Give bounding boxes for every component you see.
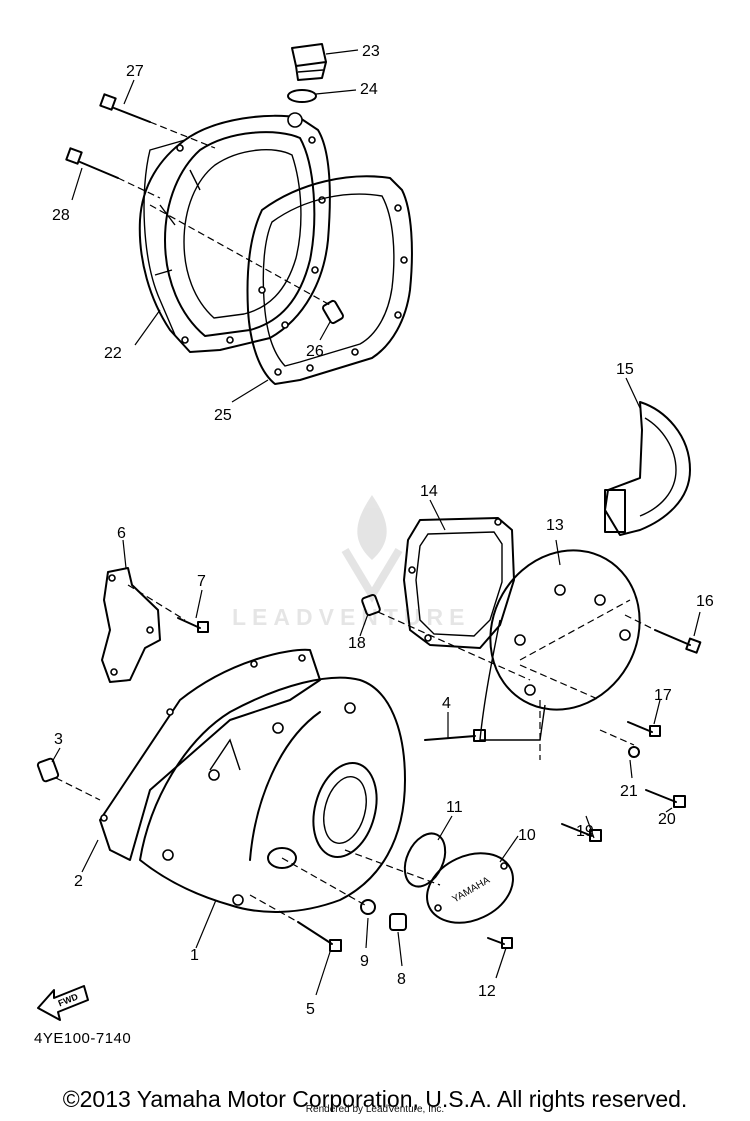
callout-7: 7: [197, 573, 206, 590]
callout-27: 27: [126, 63, 144, 80]
callout-2: 2: [74, 873, 83, 890]
part-13-round-cover: [479, 539, 641, 741]
callout-4: 4: [442, 695, 451, 712]
part-14-gasket: [403, 499, 515, 649]
callout-18: 18: [348, 635, 366, 652]
part-15-plate: [604, 377, 691, 536]
part-21-washer: [599, 729, 640, 779]
part-24-o-ring: [287, 89, 357, 103]
part-25-gasket: [246, 175, 413, 385]
copyright-notice: ©2013 Yamaha Motor Corporation, U.S.A. A…: [62, 1086, 688, 1112]
callout-17: 17: [654, 687, 672, 704]
part-7-bolt: [177, 589, 209, 633]
part-2-gasket: [81, 648, 321, 873]
part-3-dowel: [36, 747, 101, 801]
callout-23: 23: [362, 43, 380, 60]
part-6-bracket: [101, 539, 186, 683]
diagram-code: 4YE100-7140: [34, 1030, 132, 1047]
part-17-bolt: [627, 699, 661, 737]
part-10-point-cover: YAMAHA: [426, 835, 519, 924]
part-11-o-ring: [403, 815, 453, 888]
part-4-bolt: [424, 712, 486, 742]
part-5-bolt: [249, 894, 342, 996]
callout-14: 14: [420, 483, 438, 500]
part-18-dowel: [359, 593, 531, 681]
callout-11: 11: [446, 799, 463, 816]
part-26-dowel: [149, 204, 344, 341]
part-9-washer: [360, 899, 376, 949]
watermark-logo: [341, 495, 403, 603]
callout-10: 10: [518, 827, 536, 844]
callout-13: 13: [546, 517, 564, 534]
fwd-label: FWD: [57, 991, 80, 1008]
part-27-bolt: [99, 79, 216, 149]
callout-26: 26: [306, 343, 324, 360]
callout-16: 16: [696, 593, 714, 610]
part-8-plug: [389, 913, 407, 967]
watermark-text: LEADVENTURE: [232, 604, 471, 630]
callout-3: 3: [54, 731, 63, 748]
callout-15: 15: [616, 361, 634, 378]
part-1-crankcase-cover: [139, 676, 441, 949]
callout-6: 6: [117, 525, 126, 542]
callout-20: 20: [658, 811, 676, 828]
callout-22: 22: [104, 345, 122, 362]
part-19-bolt: [539, 700, 602, 842]
callout-19: 19: [576, 823, 594, 840]
callout-8: 8: [397, 971, 406, 988]
callout-24: 24: [360, 81, 378, 98]
part-23-oil-cap: [291, 43, 359, 81]
part-20-bolt: [645, 789, 686, 813]
callout-28: 28: [52, 207, 70, 224]
rendered-by-notice: Rendered by LeadVenture, Inc.: [305, 1104, 445, 1115]
fwd-arrow-icon: FWD: [37, 985, 89, 1021]
part-12-screw: [487, 937, 513, 979]
part-16-bolt: [624, 611, 702, 654]
callout-21: 21: [620, 783, 638, 800]
callout-25: 25: [214, 407, 232, 424]
yamaha-stamp: YAMAHA: [451, 875, 493, 905]
part-28-bolt: [65, 147, 161, 201]
callout-5: 5: [306, 1001, 315, 1018]
part-22-housing: [138, 112, 331, 353]
callout-1: 1: [190, 947, 199, 964]
callout-12: 12: [478, 983, 496, 1000]
callout-9: 9: [360, 953, 369, 970]
